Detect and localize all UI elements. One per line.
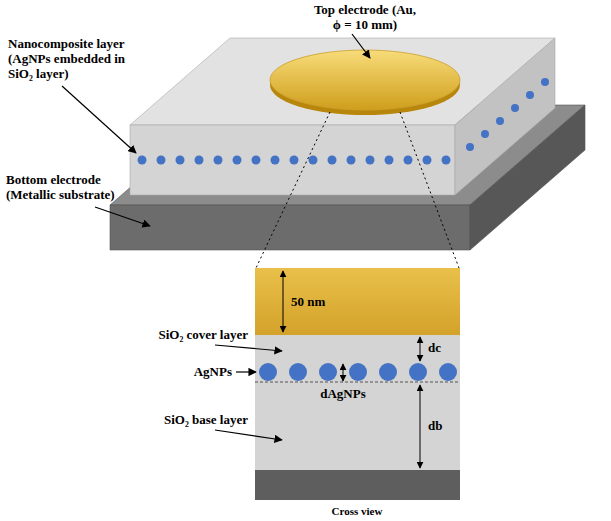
- dimension-label: db: [428, 418, 442, 433]
- nanocomposite-side: [455, 38, 555, 195]
- zoom-line: [400, 112, 459, 268]
- dimension-label: dc: [428, 340, 441, 355]
- layer-label: AgNPs: [194, 364, 232, 379]
- top-electrode: [270, 50, 460, 110]
- zoom-line: [256, 112, 330, 268]
- dimension-guide: [255, 382, 460, 383]
- leader-arrow: [215, 345, 282, 351]
- leader-arrow: [352, 34, 370, 58]
- dimension-label: dAgNPs: [320, 386, 366, 401]
- view-caption: Cross view: [332, 504, 383, 519]
- dimension-arrow: [283, 271, 284, 332]
- dimension-arrow: [343, 364, 344, 381]
- substrate: [255, 470, 460, 500]
- leader-arrow: [215, 430, 282, 440]
- dimension-label: 50 nm: [291, 294, 325, 309]
- gold-layer: [255, 268, 460, 335]
- leader-arrow: [62, 86, 136, 153]
- part-label: Top electrode (Au, ϕ = 10 mm): [309, 2, 421, 32]
- part-label: Nanocomposite layer (AgNPs embedded in S…: [8, 36, 148, 81]
- dimension-arrow: [420, 337, 421, 361]
- dimension-arrow: [420, 385, 421, 468]
- bottom-electrode-front: [110, 205, 470, 250]
- leader-arrow: [95, 207, 150, 226]
- part-label: Bottom electrode (Metallic substrate): [6, 172, 134, 202]
- silica-layer: [255, 335, 460, 470]
- leader-arrow: [236, 371, 256, 372]
- nanocomposite-front: [130, 125, 455, 195]
- layer-label: SiO₂ base layer: [164, 412, 248, 427]
- layer-label: SiO₂ cover layer: [158, 327, 248, 342]
- nanoparticles: [259, 363, 457, 381]
